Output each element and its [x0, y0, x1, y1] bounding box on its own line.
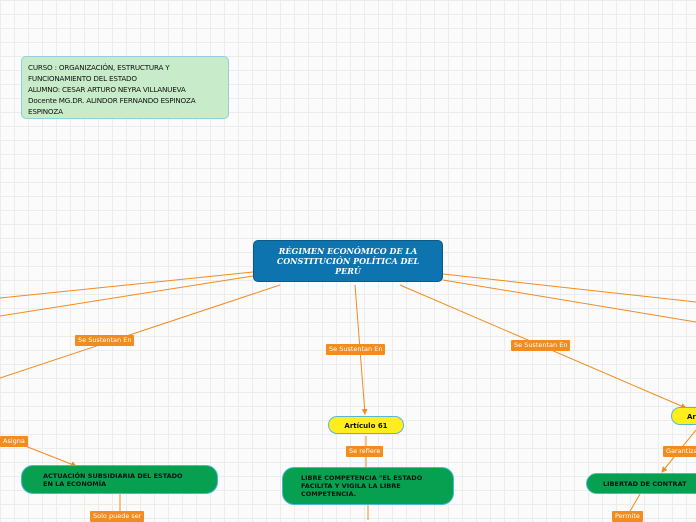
connector [442, 273, 696, 303]
info-line: ESPINOZA [28, 107, 63, 116]
connector-label-solo-puede-ser[interactable]: Solo puede ser [90, 511, 145, 522]
topic-actuacion-subsidiaria[interactable]: ACTUACIÓN SUBSIDIARIA DEL ESTADO EN LA E… [21, 465, 218, 494]
connector [0, 275, 254, 317]
central-topic-line: PERÚ [335, 266, 361, 276]
central-topic-line: CONSTITUCIÓN POLÍTICA DEL [276, 256, 420, 266]
connector [442, 279, 696, 323]
topic-line: FACILITA Y VIGILA LA LIBRE [301, 482, 401, 490]
course-info-box[interactable]: CURSO : ORGANIZACIÓN, ESTRUCTURA Y FUNCI… [21, 56, 229, 119]
info-line: CURSO : ORGANIZACIÓN, ESTRUCTURA Y [28, 63, 170, 72]
topic-libertad-de-contratar[interactable]: LIBERTAD DE CONTRAT [586, 473, 696, 494]
connector-label-se-sustentan-center[interactable]: Se Sustentan En [326, 344, 386, 355]
central-topic[interactable]: RÉGIMEN ECONÓMICO DE LA CONSTITUCIÓN POL… [253, 240, 443, 282]
connector-label-se-refiere[interactable]: Se refiere [346, 446, 384, 457]
connector-label-permite[interactable]: Permite [612, 511, 643, 522]
topic-line: LIBERTAD DE CONTRAT [603, 479, 687, 488]
info-line: FUNCIONAMIENTO DEL ESTADO [28, 74, 137, 83]
connector [0, 271, 254, 299]
subtopic-articulo-right[interactable]: Ar [671, 407, 696, 425]
info-line: ALUMNO: CESAR ARTURO NEYRA VILLANUEVA [28, 85, 186, 94]
topic-libre-competencia[interactable]: LIBRE COMPETENCIA "EL ESTADO FACILITA Y … [282, 467, 454, 505]
topic-line: LIBRE COMPETENCIA "EL ESTADO [301, 474, 423, 482]
connector [0, 284, 281, 379]
topic-line: EN LA ECONOMÍA [43, 479, 107, 488]
connector-label-se-sustentan-left[interactable]: Se Sustentan En [75, 335, 135, 346]
topic-line: ACTUACIÓN SUBSIDIARIA DEL ESTADO [43, 471, 183, 480]
info-line: Docente MG.DR. ALINDOR FERNANDO ESPINOZA [28, 96, 196, 105]
connector-label-se-sustentan-right[interactable]: Se Sustentan En [511, 340, 571, 351]
subtopic-articulo-61[interactable]: Artículo 61 [328, 416, 404, 434]
topic-line: COMPETENCIA. [301, 490, 357, 498]
central-topic-line: RÉGIMEN ECONÓMICO DE LA [278, 246, 418, 256]
connector-label-garantiza[interactable]: Garantiza [663, 446, 696, 457]
connector-label-asigna[interactable]: Asigna [0, 436, 28, 447]
